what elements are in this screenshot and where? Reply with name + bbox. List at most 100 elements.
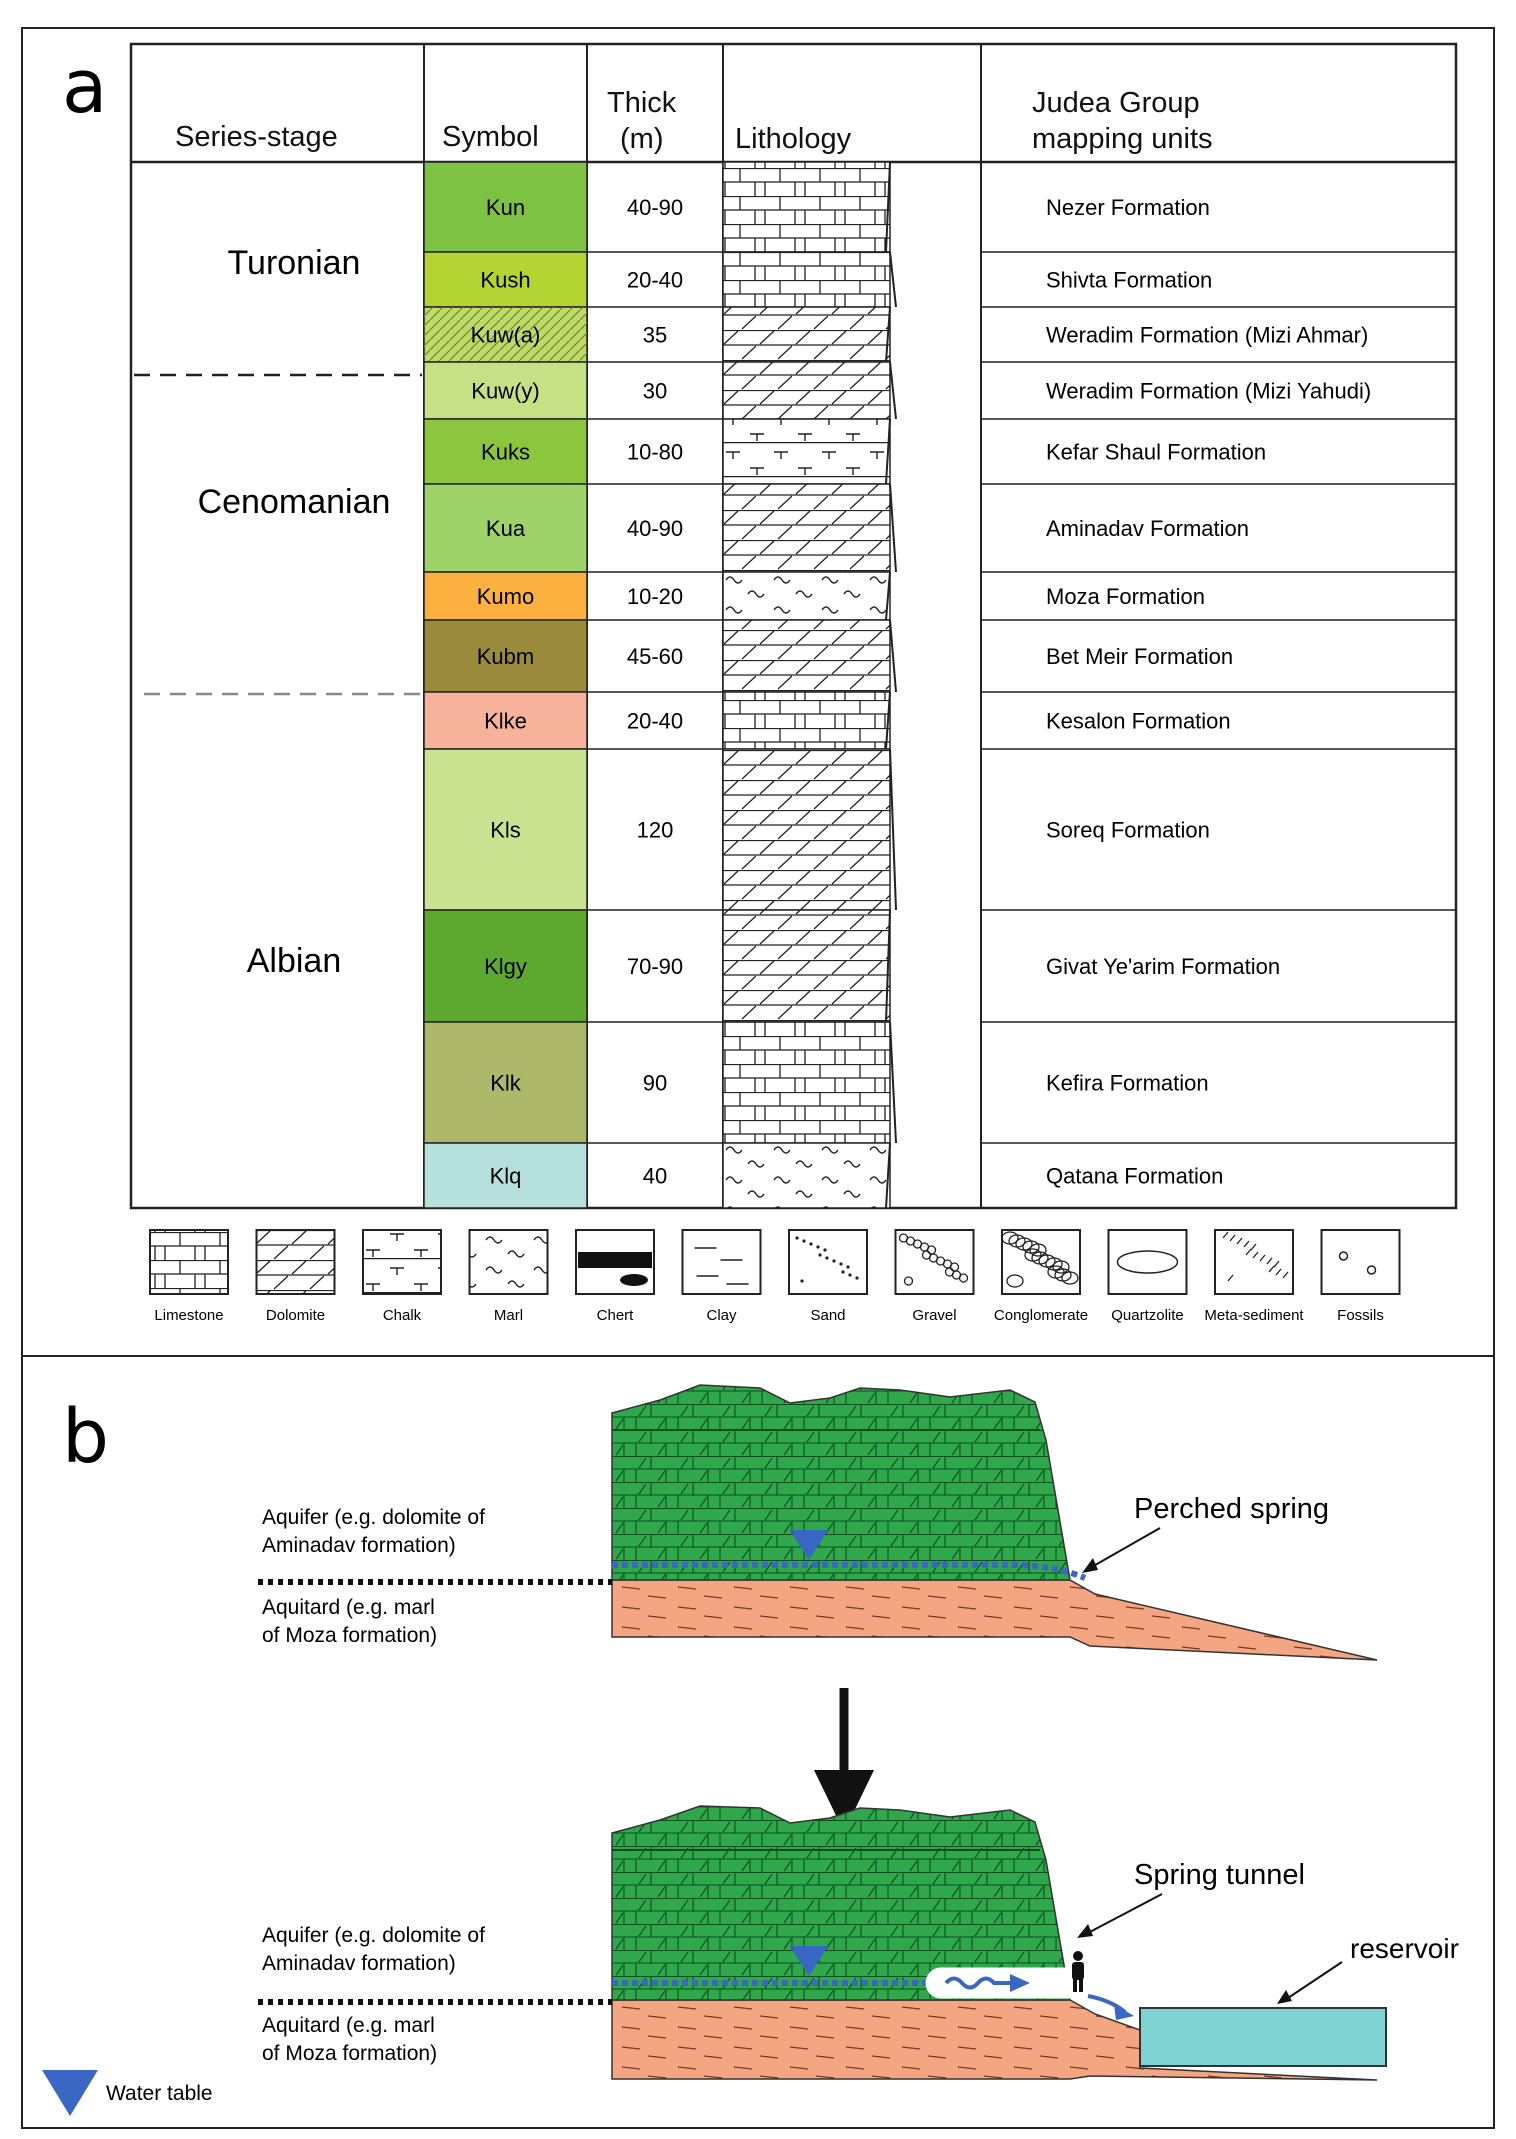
legend-label: Gravel — [912, 1307, 956, 1324]
legend-swatch — [255, 1229, 336, 1295]
lithology-cell — [722, 909, 891, 1023]
sand-dot — [818, 1253, 822, 1257]
header-units: Judea Group — [1032, 87, 1200, 119]
legend-item-chalk: Chalk — [362, 1229, 442, 1324]
lithology-edge — [885, 306, 891, 363]
lithology-edge — [885, 691, 891, 750]
legend-label: Clay — [706, 1307, 737, 1324]
legend-item-clay: Clay — [681, 1229, 762, 1324]
row-formation: Shivta Formation — [1046, 268, 1212, 293]
row-formation: Qatana Formation — [1046, 1164, 1223, 1189]
gravel-clast — [949, 1262, 960, 1272]
gravel-clast — [903, 1276, 914, 1286]
spring-tunnel-arrowhead — [1077, 1924, 1093, 1938]
legend-swatch — [681, 1229, 762, 1295]
lithology-edge — [889, 251, 897, 308]
legend-item-conglomerate: Conglomerate — [994, 1229, 1088, 1324]
lithology-edge — [885, 571, 891, 621]
aquifer-label-top-2: Aminadav formation) — [262, 1534, 456, 1557]
stage-turonian: Turonian — [228, 244, 361, 282]
water-table-legend: Water table — [42, 2070, 213, 2116]
header-units-sub: mapping units — [1032, 123, 1213, 155]
aquifer-layer-bottom — [611, 1805, 1071, 2001]
stage-albian: Albian — [247, 942, 342, 980]
legend-item-marl: Marl — [468, 1229, 549, 1324]
row-formation: Kefar Shaul Formation — [1046, 440, 1266, 465]
row-thickness: 20-40 — [627, 709, 683, 734]
legend-item-dolomite: Dolomite — [255, 1229, 336, 1324]
sand-dot — [802, 1239, 806, 1243]
row-formation: Moza Formation — [1046, 584, 1205, 609]
meta-stroke — [1275, 1268, 1282, 1276]
lithology-edge — [889, 483, 897, 573]
row-formation: Soreq Formation — [1046, 818, 1210, 843]
table-row: Kua 40-90 Aminadav Formation — [423, 483, 1456, 573]
panel-a-letter: a — [62, 44, 107, 130]
meta-stroke — [1222, 1231, 1229, 1239]
legend-label: Chert — [597, 1307, 635, 1324]
perched-spring-pointer — [1089, 1527, 1161, 1569]
symbol-swatch — [423, 571, 588, 621]
legend-label: Chalk — [383, 1307, 422, 1324]
legend-item-fossils: Fossils — [1320, 1229, 1401, 1324]
row-thickness: 120 — [637, 818, 674, 843]
aquitard-label-bottom-2: of Moza formation) — [262, 2042, 437, 2065]
legend-swatch — [1107, 1229, 1188, 1295]
header-lithology: Lithology — [735, 123, 852, 155]
aquifer-layer-top — [611, 1384, 1071, 1581]
row-symbol: Kuw(a) — [471, 323, 541, 348]
legend-label: Conglomerate — [994, 1307, 1088, 1324]
lithology-cell — [722, 418, 891, 485]
row-thickness: 20-40 — [627, 268, 683, 293]
water-table-line-top — [612, 1562, 1087, 1581]
sand-dot — [848, 1273, 852, 1277]
aquitard-label-top-1: Aquitard (e.g. marl — [262, 1596, 435, 1619]
symbol-swatch — [423, 1142, 588, 1209]
sand-dot — [795, 1236, 799, 1240]
sand-dot — [839, 1262, 843, 1266]
legend-swatch — [468, 1229, 549, 1295]
legend-label: Limestone — [154, 1307, 223, 1324]
table-header: Series-stage Symbol Thick (m) Lithology … — [175, 87, 1213, 155]
aquitard-layer-bottom — [611, 1999, 1378, 2081]
meta-stroke — [1273, 1260, 1280, 1268]
legend-item-sand: Sand — [788, 1229, 868, 1324]
row-symbol: Kua — [486, 516, 526, 541]
row-thickness: 40-90 — [627, 516, 683, 541]
row-symbol: Kumo — [477, 584, 534, 609]
legend-item-gravel: Gravel — [894, 1229, 975, 1324]
lithology-cell — [722, 748, 891, 911]
legend-label: Sand — [810, 1307, 845, 1324]
lithology-cell — [722, 483, 891, 573]
water-table-marker-bottom — [790, 1946, 828, 1976]
reservoir-arrowhead — [1277, 1990, 1292, 2004]
meta-stroke — [1243, 1240, 1250, 1248]
legend-swatch — [788, 1229, 868, 1295]
aquifer-label-bottom-1: Aquifer (e.g. dolomite of — [262, 1924, 485, 1947]
symbol-swatch-hatch — [424, 307, 587, 362]
sand-dot — [832, 1259, 836, 1263]
perched-spring-arrowhead — [1082, 1558, 1098, 1573]
sand-dot — [825, 1256, 829, 1260]
sand-dot — [841, 1270, 845, 1274]
gravel-clast — [958, 1273, 969, 1283]
aquitard-label-top-2: of Moza formation) — [262, 1624, 437, 1647]
outer-frame — [21, 27, 1495, 2129]
row-formation: Aminadav Formation — [1046, 516, 1249, 541]
stage-cenomanian: Cenomanian — [198, 483, 391, 521]
aquitard-label-bottom-1: Aquitard (e.g. marl — [262, 2014, 435, 2037]
legend-label: Dolomite — [266, 1307, 325, 1324]
fossil-mark — [1338, 1251, 1349, 1261]
row-thickness: 10-80 — [627, 440, 683, 465]
row-formation: Givat Ye'arim Formation — [1046, 954, 1280, 979]
legend-label: Quartzolite — [1111, 1307, 1184, 1324]
tunnel-flow-arrowhead — [1010, 1974, 1030, 1992]
person-icon — [1072, 1951, 1084, 1992]
chert-band — [578, 1252, 652, 1268]
lithology-cell — [722, 251, 891, 308]
lithology-cell — [722, 361, 891, 420]
